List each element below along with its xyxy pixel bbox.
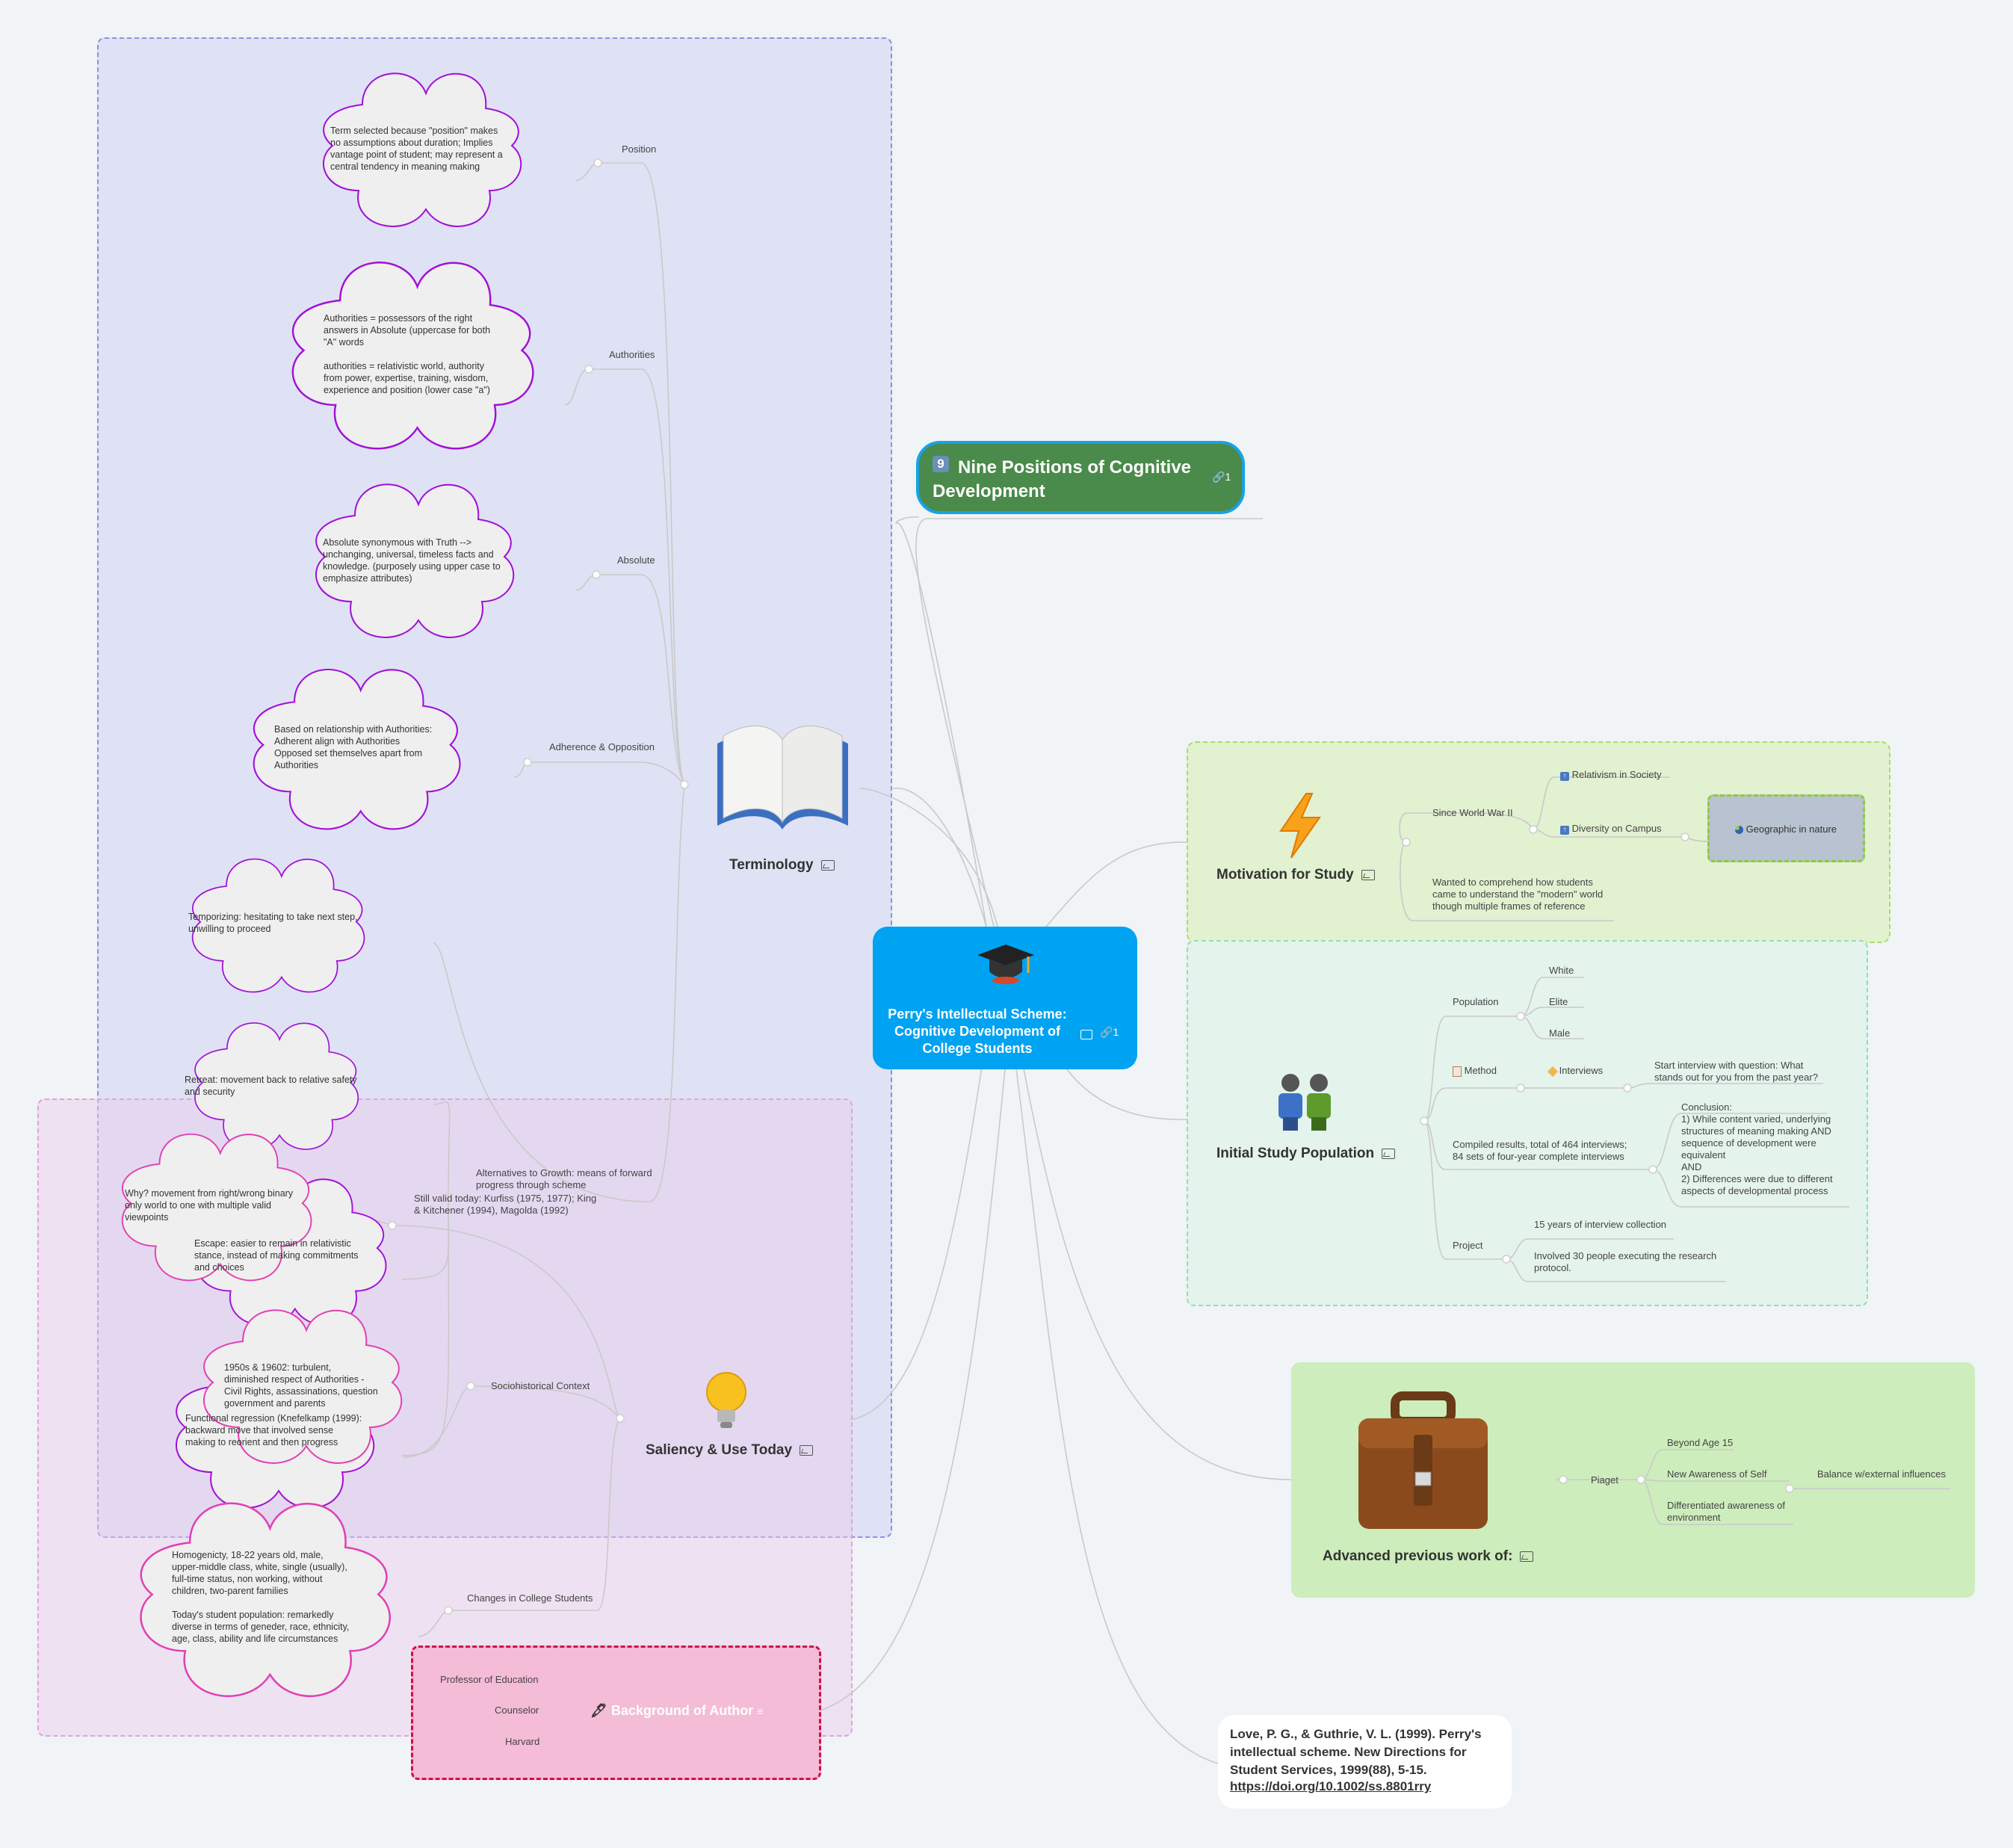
- nine-positions-topic[interactable]: 9 Nine Positions of Cognitive Developmen…: [916, 441, 1245, 514]
- sociohistorical-label[interactable]: Sociohistorical Context: [491, 1380, 590, 1391]
- relativism-label[interactable]: ↑ Relativism in Society: [1560, 769, 1662, 781]
- checklist-icon: [1453, 1066, 1462, 1077]
- still-valid-label[interactable]: Still valid today: Kurfiss (1975, 1977);…: [414, 1193, 597, 1216]
- pie-icon: [1735, 826, 1743, 835]
- alternatives-label[interactable]: Alternatives to Growth: means of forward…: [476, 1167, 652, 1190]
- advanced-title-text: Advanced previous work of:: [1323, 1548, 1513, 1564]
- geographic-label: Geographic in nature: [1735, 823, 1837, 835]
- central-topic[interactable]: Perry's Intellectual Scheme: Cognitive D…: [873, 927, 1137, 1069]
- author-title[interactable]: 🖋 Background of Author ≡: [590, 1703, 763, 1719]
- balance-label[interactable]: Balance w/external influences: [1817, 1468, 1946, 1480]
- population-title-text: Initial Study Population: [1216, 1146, 1375, 1161]
- conclusion-note[interactable]: Conclusion: 1) While content varied, und…: [1681, 1101, 1833, 1196]
- lightning-icon: [1270, 792, 1330, 859]
- interviews-text: Interviews: [1559, 1065, 1604, 1076]
- changes-note: Homogenicty, 18-22 years old, male, uppe…: [172, 1550, 350, 1644]
- interviews-label[interactable]: Interviews: [1547, 1065, 1604, 1077]
- authorities-label[interactable]: Authorities: [609, 349, 655, 360]
- citation-link[interactable]: https://doi.org/10.1002/ss.8801rry: [1230, 1779, 1432, 1793]
- start-interview-note[interactable]: Start interview with question: What stan…: [1654, 1060, 1818, 1083]
- lightbulb-icon: [702, 1371, 750, 1431]
- motivation-title-text: Motivation for Study: [1216, 867, 1354, 883]
- up-arrow-icon: ↑: [1560, 772, 1569, 781]
- project-item-years[interactable]: 15 years of interview collection: [1534, 1219, 1667, 1230]
- beyond-age-label[interactable]: Beyond Age 15: [1667, 1437, 1734, 1448]
- book-icon: [710, 714, 856, 841]
- citation-text: Love, P. G., & Guthrie, V. L. (1999). Pe…: [1230, 1727, 1482, 1777]
- central-title: Perry's Intellectual Scheme: Cognitive D…: [888, 1007, 1067, 1056]
- number-nine-badge: 9: [933, 456, 949, 472]
- image-icon: [1520, 1551, 1534, 1562]
- author-item-counselor[interactable]: Counselor: [495, 1705, 539, 1716]
- link-icon: 🔗1: [1212, 471, 1231, 483]
- people-icon: [1274, 1072, 1335, 1132]
- image-icon: [1361, 869, 1375, 880]
- population-title[interactable]: Initial Study Population: [1216, 1146, 1396, 1162]
- motivation-title[interactable]: Motivation for Study: [1216, 867, 1375, 883]
- image-icon: [1382, 1148, 1396, 1159]
- diversity-label[interactable]: ↑ Diversity on Campus: [1560, 823, 1662, 835]
- diversity-text: Diversity on Campus: [1571, 823, 1662, 834]
- new-awareness-label[interactable]: New Awareness of Self: [1667, 1468, 1767, 1480]
- notes-icon: ≡: [757, 1705, 764, 1717]
- wanted-note[interactable]: Wanted to comprehend how students came t…: [1432, 877, 1604, 912]
- project-item-people[interactable]: Involved 30 people executing the researc…: [1534, 1250, 1717, 1273]
- advanced-title[interactable]: Advanced previous work of:: [1323, 1548, 1534, 1565]
- geographic-text: Geographic in nature: [1745, 823, 1837, 835]
- saliency-title-text: Saliency & Use Today: [646, 1442, 793, 1458]
- author-boundary: [411, 1645, 821, 1780]
- method-label[interactable]: Method: [1453, 1065, 1497, 1077]
- terminology-title-text: Terminology: [729, 857, 814, 873]
- piaget-label[interactable]: Piaget: [1591, 1474, 1618, 1486]
- adherence-note: Based on relationship with Authorities: …: [274, 724, 433, 770]
- nine-link-count: 1: [1225, 471, 1231, 483]
- relativism-text: Relativism in Society: [1571, 769, 1662, 780]
- author-title-text: Background of Author: [610, 1703, 754, 1718]
- since-ww2-label[interactable]: Since World War II: [1432, 807, 1513, 818]
- authorities-note: Authorities = possessors of the right an…: [324, 313, 491, 395]
- population-item-male[interactable]: Male: [1549, 1027, 1571, 1039]
- citation-box[interactable]: Love, P. G., & Guthrie, V. L. (1999). Pe…: [1218, 1715, 1512, 1808]
- adherence-label[interactable]: Adherence & Opposition: [549, 741, 655, 753]
- changes-label[interactable]: Changes in College Students: [467, 1592, 593, 1604]
- why-note: Why? movement from right/wrong binary on…: [125, 1188, 294, 1223]
- population-item-elite[interactable]: Elite: [1549, 996, 1568, 1007]
- method-text: Method: [1464, 1065, 1497, 1076]
- image-icon: [800, 1444, 814, 1456]
- pencil-icon: [1547, 1066, 1559, 1077]
- image-icon: [1080, 1030, 1092, 1039]
- project-label[interactable]: Project: [1453, 1240, 1483, 1251]
- compiled-note[interactable]: Compiled results, total of 464 interview…: [1453, 1139, 1627, 1162]
- link-icon: 🔗1: [1100, 1026, 1119, 1038]
- retreat-note: Retreat: movement back to relative safet…: [185, 1075, 357, 1097]
- geographic-box[interactable]: Geographic in nature: [1707, 794, 1865, 862]
- escape-note: Escape: easier to remain in relativistic…: [194, 1238, 359, 1273]
- absolute-note: Absolute synonymous with Truth --> uncha…: [323, 537, 501, 584]
- up-arrow-icon: ↑: [1560, 826, 1569, 835]
- saliency-title[interactable]: Saliency & Use Today: [646, 1442, 814, 1459]
- absolute-label[interactable]: Absolute: [617, 554, 655, 566]
- briefcase-icon: [1354, 1390, 1492, 1536]
- terminology-title[interactable]: Terminology: [729, 857, 835, 874]
- population-item-white[interactable]: White: [1549, 965, 1574, 976]
- nine-positions-title: Nine Positions of Cognitive Development: [933, 457, 1192, 501]
- author-item-professor[interactable]: Professor of Education: [440, 1674, 539, 1685]
- image-icon: [820, 859, 835, 871]
- author-item-harvard[interactable]: Harvard: [505, 1736, 540, 1747]
- population-label[interactable]: Population: [1453, 996, 1499, 1007]
- position-label[interactable]: Position: [622, 143, 657, 155]
- pen-icon: 🖋: [590, 1703, 607, 1718]
- differentiated-label[interactable]: Differentiated awareness of environment: [1667, 1500, 1786, 1523]
- temporizing-note: Temporizing: hesitating to take next ste…: [188, 912, 358, 934]
- functional-regression-note: Functional regression (Knefelkamp (1999)…: [185, 1413, 362, 1447]
- central-link-count: 1: [1113, 1026, 1119, 1038]
- sociohistorical-note: 1950s & 19602: turbulent, diminished res…: [224, 1362, 378, 1409]
- graduation-cap-icon: [976, 942, 1036, 986]
- position-note: Term selected because "position" makes n…: [330, 126, 503, 172]
